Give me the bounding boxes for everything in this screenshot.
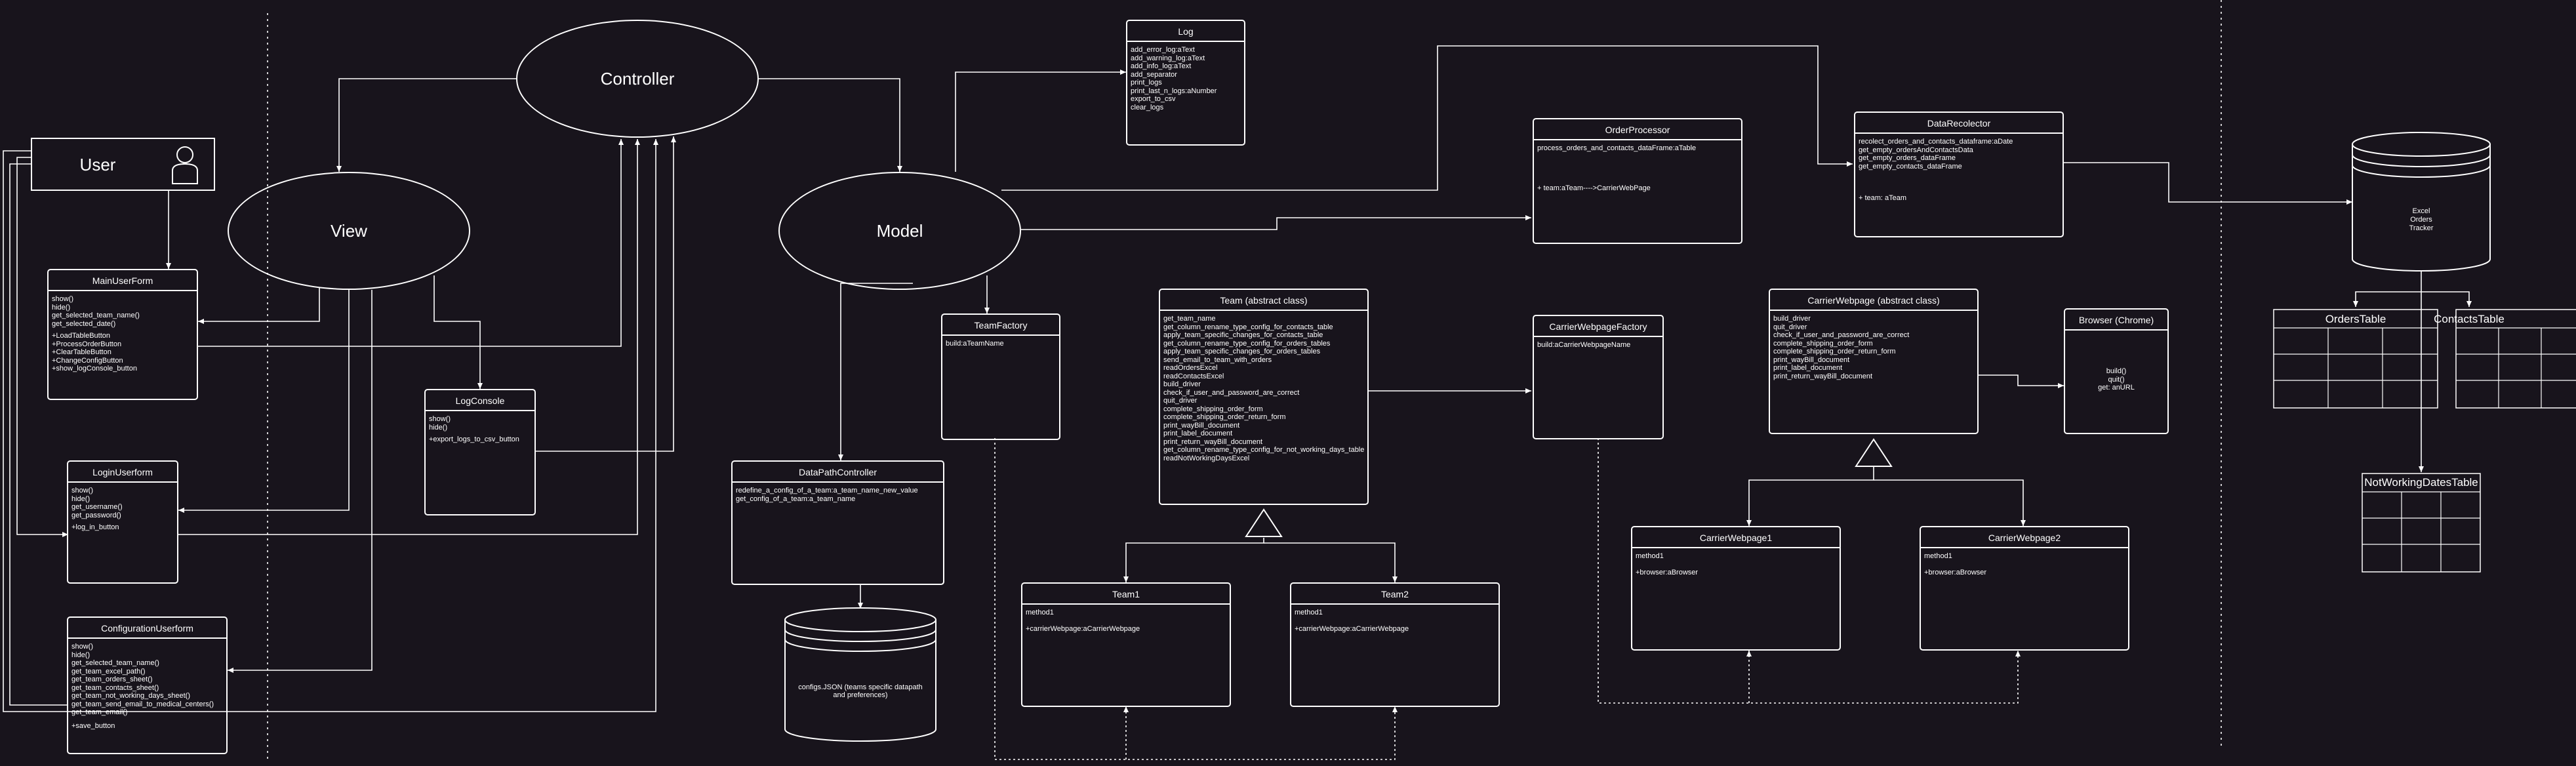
carrier-webpage-abstract-class: CarrierWebpage (abstract class) build_dr…	[1769, 289, 1979, 434]
user-icon	[172, 146, 198, 184]
class-title: Log	[1127, 21, 1244, 42]
class-methods: show() hide() get_username() get_passwor…	[71, 487, 123, 519]
svg-text:ContactsTable: ContactsTable	[2434, 313, 2505, 325]
order-processor-class: OrderProcessor process_orders_and_contac…	[1533, 118, 1742, 244]
configuration-user-form-class: ConfigurationUserform show() hide() get_…	[67, 616, 228, 754]
inheritance-triangle	[1245, 508, 1283, 537]
carrier-webpage1-class: CarrierWebpage1 method1 +browser:aBrowse…	[1631, 526, 1841, 651]
log-console-class: LogConsole show() hide() +export_logs_to…	[424, 389, 536, 515]
class-buttons: +log_in_button	[71, 523, 119, 531]
data-path-controller-class: DataPathController redefine_a_config_of_…	[731, 460, 944, 585]
class-title: CarrierWebpage2	[1921, 527, 2128, 548]
team-abstract-class: Team (abstract class) get_team_name get_…	[1159, 289, 1369, 505]
class-methods: method1	[1026, 609, 1054, 616]
class-title: Browser (Chrome)	[2065, 310, 2167, 331]
configs-database	[784, 607, 936, 742]
team2-class: Team2 method1 +carrierWebpage:aCarrierWe…	[1290, 582, 1500, 707]
class-attributes: +carrierWebpage:aCarrierWebpage	[1026, 624, 1140, 633]
class-methods: show() hide() get_selected_team_name() g…	[52, 295, 140, 328]
class-title: LogConsole	[426, 390, 534, 411]
class-methods: build_driver quit_driver check_if_user_a…	[1773, 315, 1910, 380]
model-node: Model	[778, 172, 1021, 290]
carrier-webpage-factory-class: CarrierWebpageFactory build:aCarrierWebp…	[1533, 315, 1664, 439]
view-node: View	[228, 172, 470, 290]
user-actor: User	[31, 138, 215, 191]
class-methods: show() hide()	[429, 415, 451, 432]
controller-node: Controller	[516, 20, 759, 138]
class-attributes: +carrierWebpage:aCarrierWebpage	[1295, 624, 1409, 633]
controller-label: Controller	[600, 68, 675, 89]
class-methods: add_error_log:aText add_warning_log:aTex…	[1131, 46, 1217, 111]
class-title: DataRecolector	[1855, 113, 2063, 134]
class-title: CarrierWebpage1	[1632, 527, 1840, 548]
class-title: MainUserForm	[49, 270, 197, 291]
class-methods: build() quit() get: anURL	[2098, 367, 2135, 392]
class-methods: method1	[1636, 552, 1664, 560]
class-attributes: + team:aTeam---->CarrierWebPage	[1537, 184, 1651, 192]
log-class: Log add_error_log:aText add_warning_log:…	[1126, 20, 1245, 146]
carrier-webpage2-class: CarrierWebpage2 method1 +browser:aBrowse…	[1920, 526, 2129, 651]
team-factory-class: TeamFactory build:aTeamName	[941, 313, 1060, 440]
browser-class: Browser (Chrome) build() quit() get: anU…	[2064, 308, 2169, 434]
class-buttons: +LoadTableButton +ProcessOrderButton +Cl…	[52, 332, 137, 373]
main-user-form-class: MainUserForm show() hide() get_selected_…	[47, 269, 198, 400]
class-title: Team2	[1291, 584, 1499, 605]
configs-db-label: configs.JSON (teams specific datapath an…	[798, 683, 923, 699]
class-buttons: +export_logs_to_csv_button	[429, 435, 519, 443]
class-title: LoginUserform	[68, 462, 177, 483]
user-label: User	[79, 155, 116, 174]
class-title: ConfigurationUserform	[68, 618, 226, 639]
class-title: CarrierWebpageFactory	[1534, 316, 1662, 337]
class-methods: method1	[1924, 552, 1952, 560]
class-methods: get_team_name get_column_rename_type_con…	[1163, 315, 1365, 462]
model-label: Model	[876, 220, 923, 241]
class-attributes: +browser:aBrowser	[1636, 568, 1699, 576]
svg-text:OrdersTable: OrdersTable	[2325, 313, 2386, 325]
class-methods: build:aTeamName	[946, 340, 1004, 348]
orders-table-icon: OrdersTable	[2273, 309, 2438, 409]
class-attributes: + team: aTeam	[1859, 194, 1907, 202]
excel-db-label: Excel Orders Tracker	[2409, 207, 2434, 232]
class-title: Team1	[1022, 584, 1230, 605]
view-label: View	[331, 220, 367, 241]
data-recolector-class: DataRecolector recolect_orders_and_conta…	[1854, 111, 2064, 237]
inheritance-triangle	[1855, 438, 1893, 467]
class-title: DataPathController	[733, 462, 943, 483]
class-buttons: +save_button	[71, 721, 115, 730]
login-user-form-class: LoginUserform show() hide() get_username…	[67, 460, 178, 584]
class-attributes: +browser:aBrowser	[1924, 568, 1987, 576]
team1-class: Team1 method1 +carrierWebpage:aCarrierWe…	[1021, 582, 1231, 707]
class-title: OrderProcessor	[1534, 119, 1741, 140]
class-methods: process_orders_and_contacts_dataFrame:aT…	[1537, 144, 1697, 152]
not-working-dates-table-icon: NotWorkingDatesTable	[2362, 473, 2481, 573]
svg-text:NotWorkingDatesTable: NotWorkingDatesTable	[2364, 476, 2478, 489]
class-methods: build:aCarrierWebpageName	[1537, 341, 1631, 349]
excel-database	[2352, 132, 2491, 272]
class-methods: show() hide() get_selected_team_name() g…	[71, 643, 214, 716]
class-title: TeamFactory	[942, 315, 1059, 336]
class-title: Team (abstract class)	[1160, 290, 1367, 311]
contacts-table-icon: ContactsTable	[2434, 309, 2576, 409]
class-methods: redefine_a_config_of_a_team:a_team_name_…	[736, 487, 918, 503]
class-title: CarrierWebpage (abstract class)	[1770, 290, 1977, 311]
class-methods: method1	[1295, 609, 1323, 616]
class-methods: recolect_orders_and_contacts_dataframe:a…	[1859, 138, 2013, 171]
